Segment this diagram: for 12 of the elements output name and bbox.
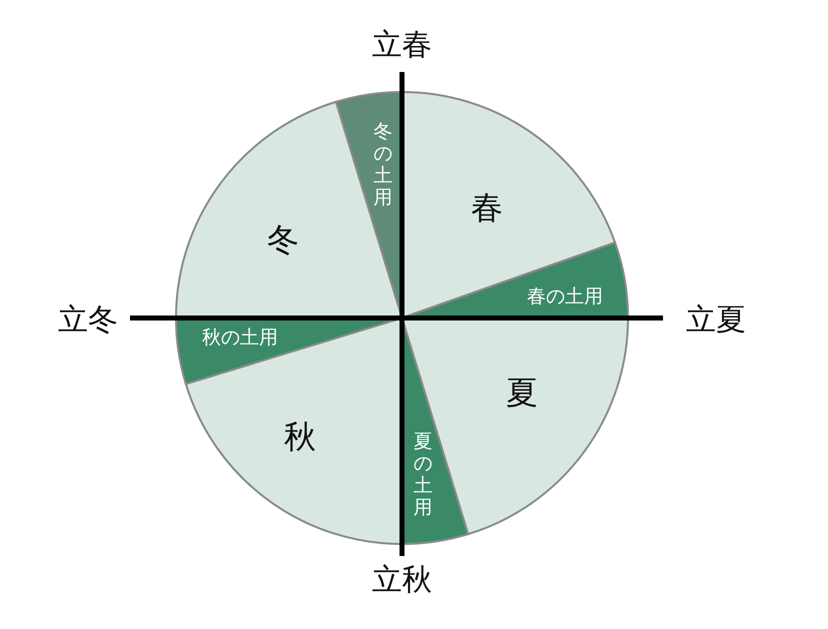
season-label: 夏	[506, 375, 538, 411]
period-label: 春の土用	[527, 286, 603, 308]
solar-term-label: 立春	[372, 26, 432, 64]
period-label: 夏の土用	[414, 431, 432, 519]
period-label: 秋の土用	[202, 328, 278, 348]
season-label: 冬	[267, 222, 299, 258]
solar-term-label: 立秋	[372, 562, 432, 600]
solar-term-label: 立夏	[686, 302, 746, 340]
season-label: 春	[471, 190, 503, 226]
period-label: 冬の土用	[374, 121, 392, 209]
solar-term-label: 立冬	[58, 302, 118, 340]
season-label: 秋	[284, 419, 316, 455]
